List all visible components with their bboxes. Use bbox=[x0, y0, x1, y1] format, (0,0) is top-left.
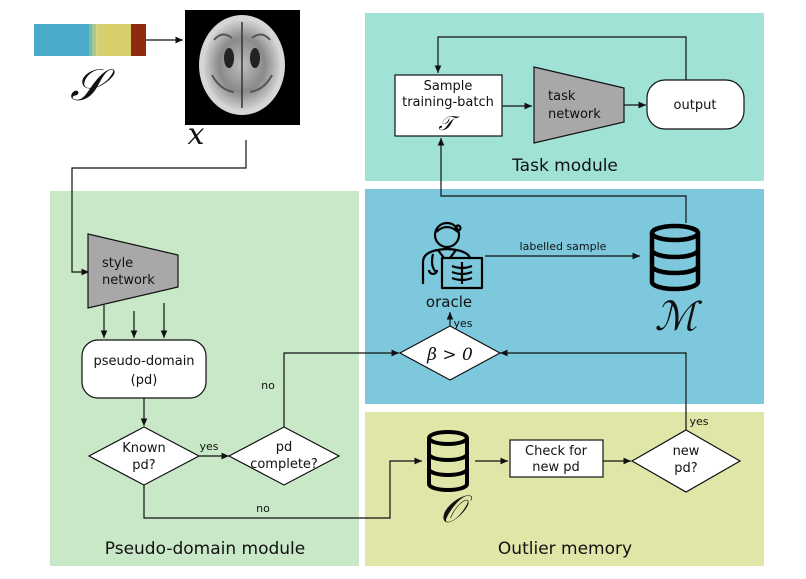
check-new-pd-label-2: new pd bbox=[532, 460, 580, 475]
edge-memory-to-sample bbox=[437, 138, 687, 223]
training-memory-symbol-M: ℳ bbox=[655, 294, 703, 340]
style-symbol-S: 𝒮 bbox=[70, 60, 115, 111]
check-new-pd-node bbox=[509, 439, 604, 478]
brain-mri-icon bbox=[185, 10, 300, 125]
new-pd-decision bbox=[630, 429, 742, 493]
database-icon bbox=[427, 430, 469, 492]
check-new-pd-label-1: Check for bbox=[525, 444, 588, 459]
label-no-known: no bbox=[256, 502, 270, 515]
pd-complete-label-1: pd bbox=[276, 440, 293, 455]
pd-complete-label-2: complete? bbox=[250, 457, 318, 472]
beta-label: β > 0 bbox=[426, 345, 473, 365]
sample-label-1: Sample bbox=[424, 79, 473, 94]
pseudo-domain-module-title: Pseudo-domain module bbox=[105, 539, 305, 559]
edge-image-to-style-network bbox=[71, 140, 247, 276]
label-labelled-sample: labelled sample bbox=[520, 240, 607, 253]
style-network-label-1: style bbox=[102, 256, 133, 271]
style-spectrum-icon bbox=[34, 24, 146, 56]
oracle-label: oracle bbox=[426, 293, 472, 311]
edge-complete-no bbox=[283, 349, 399, 427]
label-yes-oracle: yes bbox=[453, 317, 472, 330]
new-pd-label-2: pd? bbox=[674, 461, 697, 476]
label-yes-new: yes bbox=[689, 415, 708, 428]
database-icon bbox=[649, 223, 701, 292]
task-module-title: Task module bbox=[511, 156, 618, 176]
known-pd-label-2: pd? bbox=[132, 458, 155, 473]
edge-newpd-yes bbox=[500, 349, 687, 430]
outlier-memory-title: Outlier memory bbox=[498, 539, 632, 559]
beta-decision bbox=[398, 325, 502, 381]
doctor-xray-icon bbox=[421, 221, 484, 290]
known-pd-label-1: Known bbox=[122, 441, 166, 456]
pseudo-domain-label-1: pseudo-domain bbox=[93, 354, 194, 369]
pd-complete-decision bbox=[227, 426, 341, 486]
label-yes-known: yes bbox=[199, 440, 218, 453]
task-network-label-2: network bbox=[548, 107, 601, 122]
style-network-label-2: network bbox=[102, 273, 155, 288]
new-pd-label-1: new bbox=[673, 444, 700, 459]
pseudo-domain-node bbox=[81, 339, 207, 399]
task-network-label-1: task bbox=[548, 89, 576, 104]
output-label: output bbox=[674, 98, 717, 113]
sample-training-batch-node bbox=[394, 74, 503, 137]
task-network bbox=[533, 66, 625, 144]
label-no-complete: no bbox=[261, 379, 275, 392]
oracle-panel bbox=[365, 189, 764, 404]
style-network bbox=[87, 233, 179, 309]
edge-known-no bbox=[143, 457, 422, 519]
sample-label-2: training-batch bbox=[402, 95, 494, 110]
image-symbol-x: x bbox=[188, 117, 205, 152]
output-node bbox=[646, 79, 745, 130]
pseudo-domain-label-2: (pd) bbox=[131, 373, 158, 388]
edge-output-feedback bbox=[434, 36, 687, 80]
